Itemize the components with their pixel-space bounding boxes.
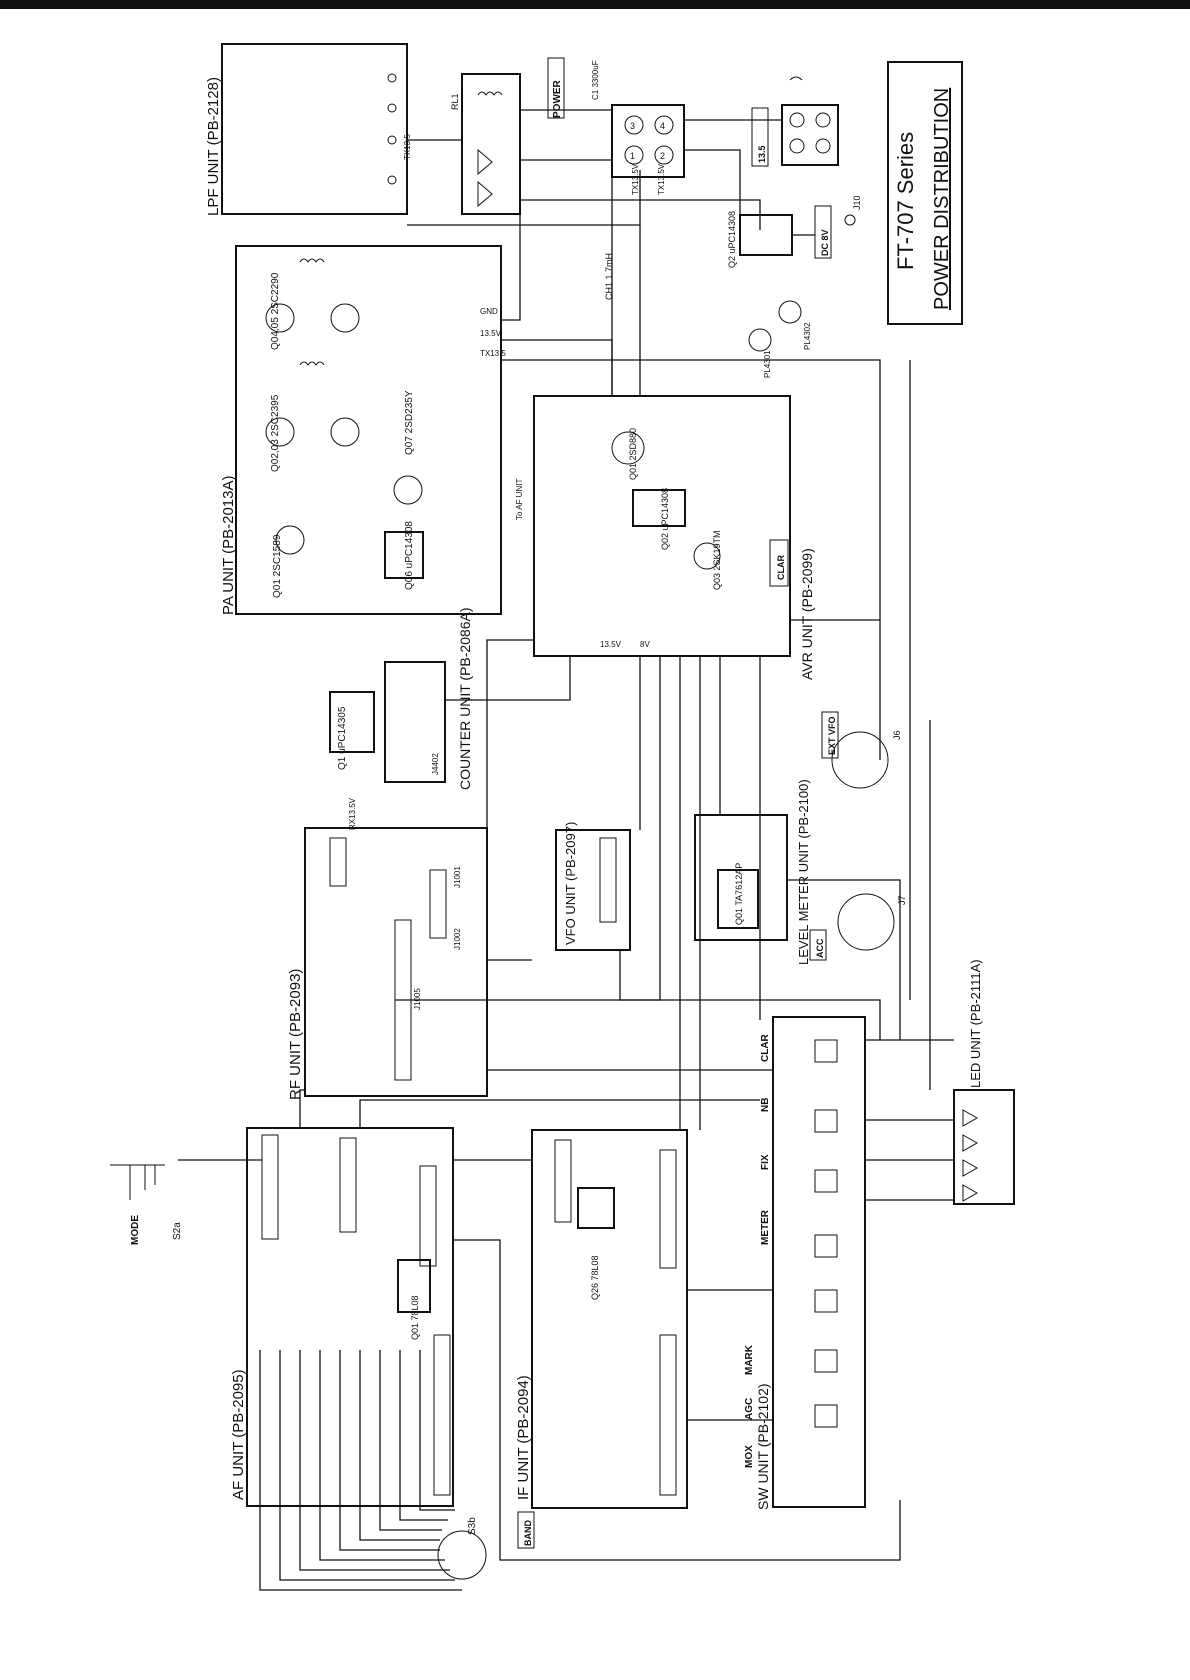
svg-text:CH1 1.7mH: CH1 1.7mH — [604, 253, 614, 300]
rl1-label: RL1 — [450, 93, 460, 110]
pa-unit: PA UNIT (PB-2013A) Q01 2SC1589 Q02,03 2S… — [220, 245, 506, 615]
lpf-unit-label: LPF UNIT (PB-2128) — [205, 77, 222, 216]
af-unit: AF UNIT (PB-2095) Q01 78L08 — [230, 1127, 454, 1507]
svg-text:J1005: J1005 — [413, 988, 422, 1010]
svg-text:METER: METER — [760, 1209, 771, 1245]
svg-text:J7: J7 — [897, 895, 907, 905]
counter-unit-label: COUNTER UNIT (PB-2086A) — [457, 607, 473, 790]
svg-text:PL4301: PL4301 — [763, 350, 772, 378]
svg-text:Q01 2SD880: Q01 2SD880 — [628, 428, 638, 480]
svg-text:S2a: S2a — [172, 1222, 183, 1240]
svg-text:Q02,03 2SC2395: Q02,03 2SC2395 — [270, 394, 281, 472]
dc-cord: 13.5 — [751, 76, 839, 167]
power-wiring — [178, 109, 954, 1591]
pa-unit-label: PA UNIT (PB-2013A) — [220, 475, 237, 615]
svg-text:ACC: ACC — [815, 938, 825, 958]
svg-text:NB: NB — [760, 1098, 771, 1112]
svg-text:Q02 uPC14308: Q02 uPC14308 — [660, 488, 670, 550]
svg-text:J1001: J1001 — [453, 866, 462, 888]
svg-text:MODE: MODE — [130, 1215, 141, 1245]
svg-text:CLAR: CLAR — [760, 1033, 771, 1062]
power-switch-label: POWER — [552, 79, 563, 118]
svg-text:PL4302: PL4302 — [803, 322, 812, 350]
svg-text:Q1 uPC14305: Q1 uPC14305 — [337, 706, 348, 770]
dc-cord-label: 13.5 — [757, 145, 767, 163]
counter-unit: COUNTER UNIT (PB-2086A) Q1 uPC14305 J440… — [329, 607, 473, 790]
rf-unit: RF UNIT (PB-2093) J1001 J1002 J1005 RX13… — [287, 797, 488, 1100]
svg-text:AGC: AGC — [744, 1398, 755, 1420]
svg-text:3: 3 — [630, 121, 635, 131]
svg-text:J4402: J4402 — [431, 753, 440, 775]
title-block: FT-707 Series POWER DISTRIBUTION — [887, 61, 963, 325]
svg-text:RX13.5V: RX13.5V — [348, 797, 357, 830]
svg-text:Q26 78L08: Q26 78L08 — [590, 1255, 600, 1300]
svg-text:BAND: BAND — [523, 1520, 533, 1546]
svg-text:J6: J6 — [892, 730, 902, 740]
svg-text:CLAR: CLAR — [776, 555, 786, 580]
vfo-unit-label: VFO UNIT (PB-2097) — [563, 822, 578, 945]
svg-text:DC 8V: DC 8V — [820, 229, 830, 256]
svg-text:Q01 2SC1589: Q01 2SC1589 — [272, 534, 283, 598]
svg-text:Q01 TA7612AP: Q01 TA7612AP — [734, 863, 744, 925]
vfo-unit: VFO UNIT (PB-2097) — [555, 822, 631, 951]
svg-text:4: 4 — [660, 121, 665, 131]
svg-text:Q03 2SK19TM: Q03 2SK19TM — [712, 530, 722, 590]
svg-text:TX13.5V: TX13.5V — [631, 163, 640, 195]
c1-label: C1 3300uF — [591, 60, 600, 100]
svg-text:Q04,05 2SC2290: Q04,05 2SC2290 — [270, 272, 281, 350]
svg-text:GND: GND — [480, 307, 498, 316]
svg-text:To AF UNIT: To AF UNIT — [515, 479, 524, 520]
af-unit-label: AF UNIT (PB-2095) — [230, 1369, 247, 1500]
svg-text:TX13.5: TX13.5 — [480, 349, 506, 358]
svg-text:1: 1 — [630, 151, 635, 161]
ext-vfo-jack-j6: EXT VFO J6 — [821, 711, 902, 789]
svg-text:MARK: MARK — [744, 1344, 755, 1375]
if-unit: IF UNIT (PB-2094) Q26 78L08 — [515, 1129, 688, 1509]
svg-text:Q2 uPC14308: Q2 uPC14308 — [727, 211, 737, 268]
svg-text:Q01 78L08: Q01 78L08 — [410, 1295, 420, 1340]
svg-text:EXT VFO: EXT VFO — [827, 716, 837, 755]
title-subtitle: POWER DISTRIBUTION — [931, 88, 953, 310]
svg-text:J1002: J1002 — [453, 928, 462, 950]
svg-text:Q06 uPC14308: Q06 uPC14308 — [404, 521, 415, 590]
avr-unit-label: AVR UNIT (PB-2099) — [799, 548, 815, 680]
title-series: FT-707 Series — [893, 132, 918, 270]
led-unit-label: LED UNIT (PB-2111A) — [968, 959, 983, 1088]
led-unit: LED UNIT (PB-2111A) — [953, 959, 1015, 1205]
if-unit-label: IF UNIT (PB-2094) — [515, 1375, 532, 1500]
power-relay-block: RL1 3 4 1 2 POWER C1 3300uF TX13.5V TX13.5… — [450, 57, 685, 215]
level-meter-unit-label: LEVEL METER UNIT (PB-2100) — [796, 779, 811, 965]
svg-text:13.5V: 13.5V — [600, 640, 622, 649]
rf-unit-label: RF UNIT (PB-2093) — [287, 969, 304, 1100]
svg-text:FIX: FIX — [760, 1154, 771, 1170]
svg-text:2: 2 — [660, 151, 665, 161]
svg-text:S3b: S3b — [467, 1517, 478, 1535]
svg-text:8V: 8V — [640, 640, 650, 649]
svg-text:MOX: MOX — [744, 1445, 755, 1468]
avr-unit: AVR UNIT (PB-2099) Q01 2SD880 Q02 uPC143… — [515, 395, 815, 680]
svg-text:TX13.5V: TX13.5V — [657, 163, 666, 195]
svg-text:Q07 2SD235Y: Q07 2SD235Y — [404, 390, 415, 455]
svg-text:TX13.5: TX13.5 — [403, 134, 412, 160]
band-switch-s3b: S3b BAND — [437, 1511, 535, 1580]
level-meter-unit: LEVEL METER UNIT (PB-2100) Q01 TA7612AP — [694, 779, 811, 965]
lpf-unit: LPF UNIT (PB-2128) TX13.5 — [205, 43, 412, 216]
svg-text:J10: J10 — [852, 195, 862, 210]
sw-unit: SW UNIT (PB-2102) MOX AGC MARK METER FIX… — [744, 1016, 866, 1510]
acc-jack-j7: ACC J7 — [809, 893, 907, 961]
mode-switch-s2a: MODE S2a — [110, 1164, 183, 1245]
svg-text:13.5V: 13.5V — [480, 329, 502, 338]
sw-unit-label: SW UNIT (PB-2102) — [755, 1383, 771, 1510]
